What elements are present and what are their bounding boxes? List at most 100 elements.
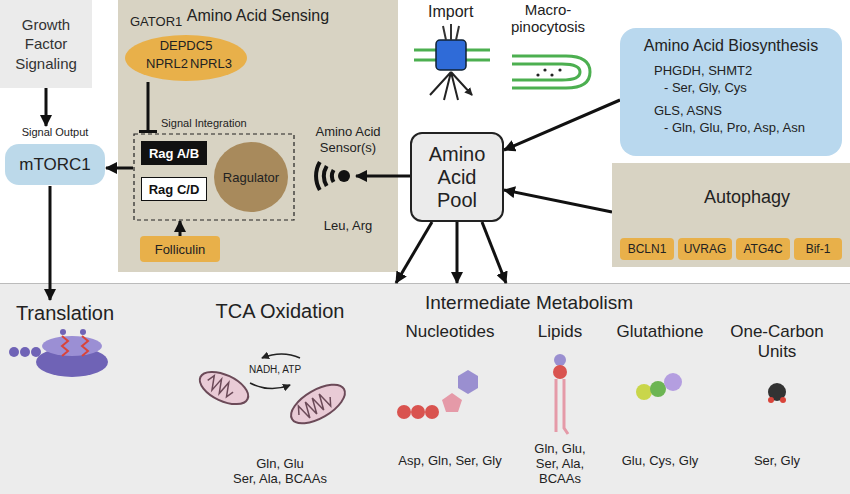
lipid-icon-part: [556, 379, 568, 434]
connector-arrow: [49, 186, 52, 300]
node-text: NPRL3: [190, 56, 232, 71]
node-title: Nucleotides: [406, 322, 495, 342]
ribosome-icon-part: [80, 329, 86, 335]
node-title: TCA Oxidation: [216, 300, 345, 323]
node-title: Lipids: [538, 322, 582, 342]
node-title: BCLN1: [628, 242, 667, 256]
node-shape-part: [338, 170, 350, 182]
protein-box: UVRAG: [678, 238, 732, 260]
macropinocytosis-icon-part: [512, 56, 590, 88]
ribosome-icon-part: [31, 347, 41, 357]
node-title: Autophagy: [704, 187, 790, 208]
mitochondria-icon: [195, 354, 351, 431]
output-group: LipidsGln, Glu,Ser, Ala, BCAAs: [515, 322, 605, 486]
node-title: Signal Output: [4, 126, 106, 138]
one-carbon-icon-part: [780, 397, 786, 403]
node-shape-part: [324, 166, 327, 186]
output-group: TCA OxidationGln, GluSer, Ala, BCAAs: [190, 300, 370, 486]
annotation-label: Macro- pinocytosis: [503, 2, 593, 35]
lipid-icon: [553, 354, 568, 434]
node-text: Gln, Glu,: [534, 441, 585, 456]
node-title: Ragulator: [223, 170, 279, 185]
node-shape-part: [125, 35, 247, 81]
ribosome-icon-part: [9, 347, 19, 357]
nucleotide-icon-part: [425, 405, 439, 419]
connector-arrow: [396, 222, 432, 283]
node-title: Bif-1: [806, 242, 831, 256]
mitochondria-icon-part: [250, 383, 290, 389]
mitochondria-icon-part: [262, 354, 300, 358]
node-title: UVRAG: [684, 242, 727, 256]
node-title: Translation: [0, 302, 130, 325]
output-group: Translation: [0, 300, 130, 386]
connector-arrow: [504, 190, 612, 212]
node-text: mTORC1: [4, 144, 106, 185]
transporter-icon-part: [436, 40, 466, 70]
connector-arrow: [106, 167, 133, 170]
input-box: Growth Factor Signaling: [0, 0, 92, 88]
node-text: NPRL2: [146, 56, 188, 71]
macropinocytosis-icon: [512, 56, 590, 88]
glutathione-icon: [636, 373, 682, 400]
mitochondria-icon-part-part: [285, 377, 351, 431]
autophagy-box: AutophagyBCLN1 UVRAG ATG4C Bif-1: [612, 163, 850, 267]
annotation-label: NADH, ATP: [249, 364, 301, 375]
node-title: ATG4C: [743, 242, 782, 256]
macropinocytosis-icon-part: [558, 68, 561, 71]
gator1-complex: GATOR1DEPDC5NPRL2NPRL3: [124, 14, 248, 82]
node-title: Rag C/D: [149, 182, 200, 197]
ribosome-icon-part: [42, 336, 102, 356]
output-group: GlutathioneGlu, Cys, Gly: [610, 322, 710, 468]
mtorc1-box: Signal Output mTORC1: [4, 126, 106, 186]
node-shape-part: [332, 170, 334, 182]
node-title: Intermediate Metabolism: [425, 292, 633, 314]
mitochondria-icon-part-part: [195, 365, 253, 411]
protein-box: ATG4C: [736, 238, 790, 260]
pool-box: Amino Acid Pool: [410, 132, 504, 222]
connector-arrow: [456, 222, 459, 283]
node-title: Amino Acid Pool: [415, 143, 499, 212]
node-title: Signal Integration: [161, 117, 247, 129]
node-text: Asp, Gln, Ser, Gly: [398, 453, 501, 468]
rag-box: Rag C/D: [141, 177, 207, 201]
protein-box: Bif-1: [794, 238, 842, 260]
transporter-icon: [414, 24, 490, 100]
node-shape-part: [134, 134, 294, 220]
connector-arrow: [179, 221, 182, 236]
node-text: - Gln, Glu, Pro, Asp, Asn: [664, 119, 834, 136]
one-carbon-icon-part: [768, 397, 774, 403]
ribosome-icon-part: [60, 329, 66, 335]
node-title: Growth Factor Signaling: [3, 15, 89, 74]
node-text: Ser, Gly: [754, 453, 800, 468]
node-shape-part: [316, 162, 320, 190]
glutathione-icon-part: [636, 384, 652, 400]
ribosome-icon: [9, 329, 108, 377]
node-title: Rag A/B: [149, 146, 199, 161]
macropinocytosis-icon-part: [550, 73, 553, 76]
metabolism-band: Intermediate Metabolism Translation TCA Ox…: [0, 283, 850, 494]
macropinocytosis-icon-part: [543, 68, 546, 71]
node-title: Folliculin: [155, 242, 206, 257]
output-group: NucleotidesAsp, Gln, Ser, Gly: [390, 322, 510, 468]
node-title: One-Carbon Units: [722, 322, 832, 361]
lipid-icon-part: [554, 354, 566, 366]
signal-integration-box: Signal IntegrationRag A/BRag C/DRagulato…: [133, 133, 295, 221]
node-title: Amino Acid Sensor(s): [300, 124, 396, 155]
ribosome-icon-part: [62, 336, 88, 356]
rag-box: Rag A/B: [141, 141, 207, 165]
transporter-icon-part: [430, 72, 472, 100]
mitochondria-icon-part-part: [205, 374, 236, 399]
protein-box: BCLN1: [620, 238, 674, 260]
node-text: - Ser, Gly, Cys: [664, 79, 834, 96]
node-text: Ser, Ala, BCAAs: [233, 471, 327, 486]
biosynthesis-box: Amino Acid BiosynthesisPHGDH, SHMT2- Ser…: [620, 28, 842, 156]
nucleotide-icon-part: [442, 393, 462, 412]
protein-box: Folliculin: [140, 236, 220, 262]
node-text: Leu, Arg: [300, 218, 396, 233]
glutathione-icon-part: [664, 373, 682, 391]
nucleotide-icon-part: [458, 370, 478, 394]
macropinocytosis-icon-part: [512, 64, 580, 80]
node-shape-part: [5, 144, 105, 185]
inhibition-arrow: [147, 82, 150, 133]
